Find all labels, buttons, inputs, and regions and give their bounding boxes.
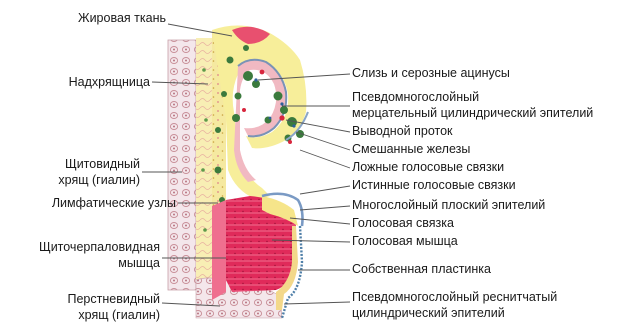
label-thyroid-cartilage-1: Щитовидный	[65, 157, 140, 172]
label-pseudostratified-1: Псевдомногослойный	[352, 90, 479, 105]
label-thyroarytenoid-1: Щиточерпаловидная	[39, 240, 160, 255]
label-vocal-ligament: Голосовая связка	[352, 216, 454, 231]
label-perichondrium: Надхрящница	[69, 75, 150, 90]
label-excretory-duct: Выводной проток	[352, 124, 453, 139]
label-fat-tissue: Жировая ткань	[78, 11, 166, 26]
label-false-vocal-cords: Ложные голосовые связки	[352, 160, 504, 175]
label-cricoid-1: Перстневидный	[67, 292, 160, 307]
label-thyroid-cartilage-2: хрящ (гиалин)	[58, 173, 140, 188]
label-stratified-squamous: Многослойный плоский эпителий	[352, 198, 545, 213]
label-true-vocal-cords: Истинные голосовые связки	[352, 178, 516, 193]
label-cricoid-2: хрящ (гиалин)	[78, 308, 160, 323]
label-mixed-glands: Смешанные железы	[352, 142, 470, 157]
label-thyroarytenoid-2: мышца	[118, 256, 160, 271]
label-mucous-acini: Слизь и серозные ацинусы	[352, 66, 510, 81]
label-ciliated-epithelium-2: цилиндрический эпителий	[352, 306, 505, 321]
label-vocal-muscle: Голосовая мышца	[352, 234, 458, 249]
thyroid-cartilage	[168, 40, 196, 290]
thyroarytenoid-muscle	[212, 200, 226, 300]
label-ciliated-epithelium-1: Псевдомногослойный реснитчатый	[352, 290, 557, 305]
supraglottic-mucosa	[212, 25, 306, 200]
label-lamina-propria: Собственная пластинка	[352, 262, 491, 277]
ventricle-lining	[234, 60, 286, 182]
label-lymph-nodes: Лимфатические узлы	[52, 196, 176, 211]
label-pseudostratified-2: мерцательный цилиндрический эпителий	[352, 106, 593, 121]
